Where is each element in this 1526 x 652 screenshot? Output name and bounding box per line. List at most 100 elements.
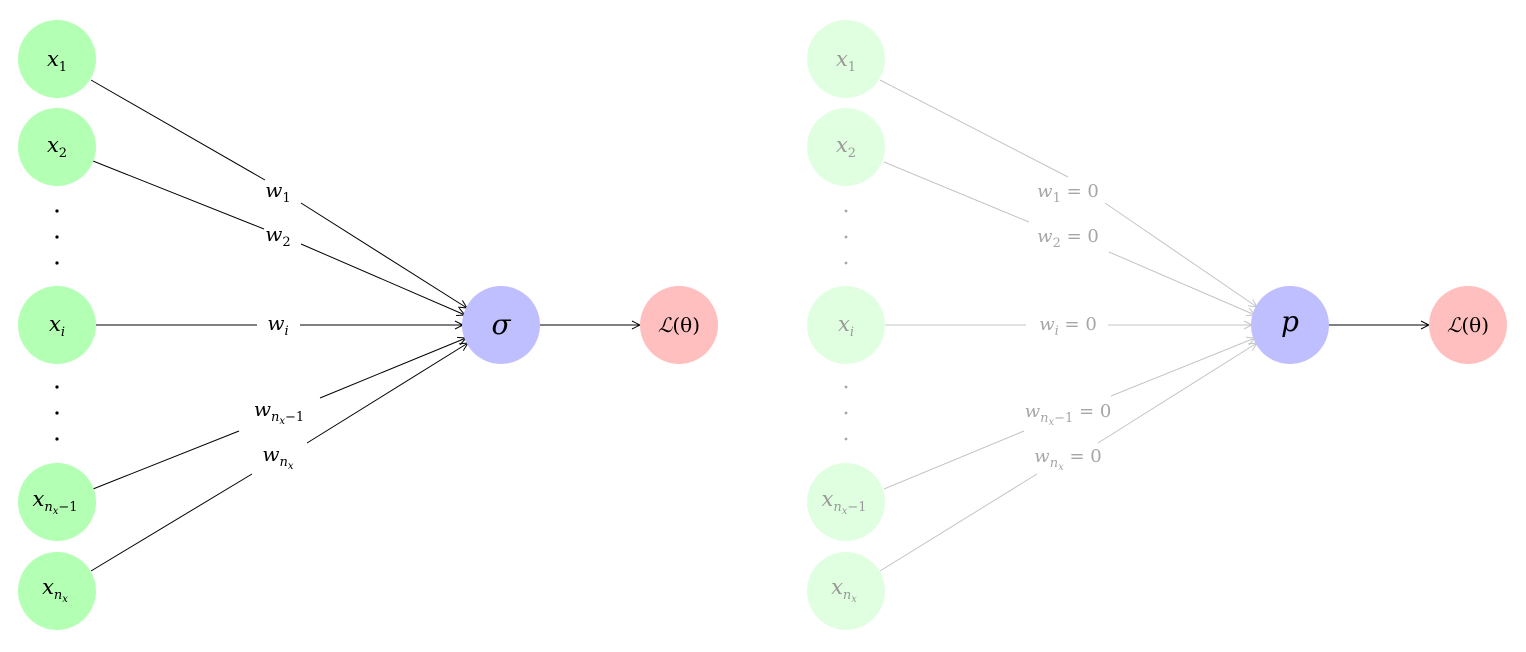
loss-script: ℒ [1447,313,1462,337]
svg-text:xnx: xnx [42,575,68,605]
edge-x1-to-w1 [879,79,1069,178]
loss-circle [640,286,718,364]
edge-wn1-to-p [1110,338,1255,397]
label-sub: 2 [1053,236,1061,251]
label-base: w [1039,314,1055,335]
activation-label: σ [491,308,511,341]
label-subsub: x [1058,462,1064,473]
edge-x2-to-w2 [883,161,1030,223]
input-node [807,552,885,630]
label-sub: 1 [848,60,856,75]
right-vertical-ellipsis-top [844,209,848,265]
svg-text:xnx−1: xnx−1 [32,487,77,517]
right-activation-node: p [1251,286,1329,364]
input-node [807,286,885,364]
left-activation-node: σ [462,286,540,364]
right-input-x2: x2 [807,108,885,186]
edge-wn-to-p [1097,343,1257,444]
edge-x1-to-w1 [90,79,266,181]
label-base: w [1025,401,1041,422]
label-base: w [1037,226,1053,247]
label-tail: −1 [58,500,77,515]
label-base: x [47,133,59,157]
right-input-xn: xnx [807,552,885,630]
right-weight-w2: w2 = 0 [1037,226,1099,251]
right-input-x1: x1 [807,20,885,98]
label-base: x [42,575,54,599]
label-sub: 2 [282,235,290,250]
label-subsub: x [53,506,59,517]
edge-xn-to-wn [879,473,1038,572]
edge-xn-to-wn [90,473,253,572]
svg-text:ℒ(θ): ℒ(θ) [658,313,700,337]
label-eq: = 0 [1061,181,1099,202]
left-weight-w1: w1 [265,178,290,206]
label-base: x [838,312,850,336]
edge-w2-to-p [1108,251,1255,315]
label-sub: n [833,500,841,515]
label-tail: −1 [1054,411,1073,426]
right-input-xn1: xnx−1 [807,463,885,541]
left-vertical-ellipsis-bottom [55,385,59,441]
label-sub: n [271,410,279,425]
right-edges [879,79,1257,572]
label-sub: i [284,324,288,339]
right-vertical-ellipsis-bottom [844,385,848,441]
label-subsub: x [288,461,294,472]
right-weight-w1: w1 = 0 [1037,181,1099,206]
left-weight-w2: w2 [265,222,290,250]
label-sub: 1 [1053,191,1061,206]
label-base: x [836,133,848,157]
label-eq: = 0 [1061,226,1099,247]
label-base: w [267,311,284,335]
label-sub: i [850,325,854,340]
label-sub: i [61,325,65,340]
activation-circle [462,286,540,364]
label-base: w [265,222,282,246]
input-node [18,286,96,364]
svg-text:xi: xi [49,312,65,340]
edge-x2-to-w2 [92,160,265,230]
left-edges [90,79,640,572]
label-sub: n [1050,456,1058,471]
left-input-xn1: xnx−1 [18,463,96,541]
label-tail: −1 [285,410,304,425]
left-network: x1 x2 xi xnx−1 [18,20,718,630]
label-sub: 2 [848,146,856,161]
label-base: w [262,442,279,466]
label-eq: = 0 [1073,401,1111,422]
label-sub: i [1055,324,1059,339]
loss-script: ℒ [658,313,673,337]
label-subsub: x [62,594,68,605]
input-node [807,20,885,98]
label-base: w [1034,446,1050,467]
left-weight-wn1: wnx−1 [254,397,304,427]
input-node [807,463,885,541]
edge-xn1-to-wn1 [883,430,1025,490]
edge-xn1-to-wn1 [92,430,240,490]
label-sub: n [44,500,52,515]
label-base: w [1037,181,1053,202]
input-node [18,552,96,630]
svg-text:xi: xi [838,312,854,340]
label-eq: = 0 [1064,446,1102,467]
loss-arg: (θ) [672,313,700,337]
left-input-x1: x1 [18,20,96,98]
right-weight-wn1: wnx−1 = 0 [1025,401,1112,428]
svg-text:x2: x2 [836,133,856,161]
label-sub: n [54,588,62,603]
left-loss-node: ℒ(θ) [640,286,718,364]
label-base: x [836,47,848,71]
right-weight-wn: wnx = 0 [1034,446,1101,473]
svg-text:ℒ(θ): ℒ(θ) [1447,313,1489,337]
label-base: w [265,178,282,202]
activation-label: p [1281,305,1299,338]
input-node [18,463,96,541]
left-input-x2: x2 [18,108,96,186]
left-input-xi: xi [18,286,96,364]
label-sub: 1 [282,191,290,206]
loss-arg: (θ) [1461,313,1489,337]
label-subsub: x [279,416,285,427]
label-base: x [49,312,61,336]
label-base: x [32,487,44,511]
